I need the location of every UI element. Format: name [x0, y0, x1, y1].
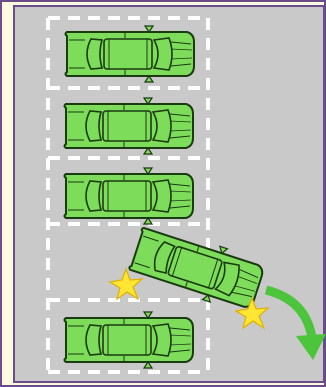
parked-car-4 — [65, 312, 194, 368]
parked-car-2 — [65, 98, 194, 154]
parked-car-3 — [65, 168, 194, 224]
parked-car-1 — [66, 26, 195, 82]
